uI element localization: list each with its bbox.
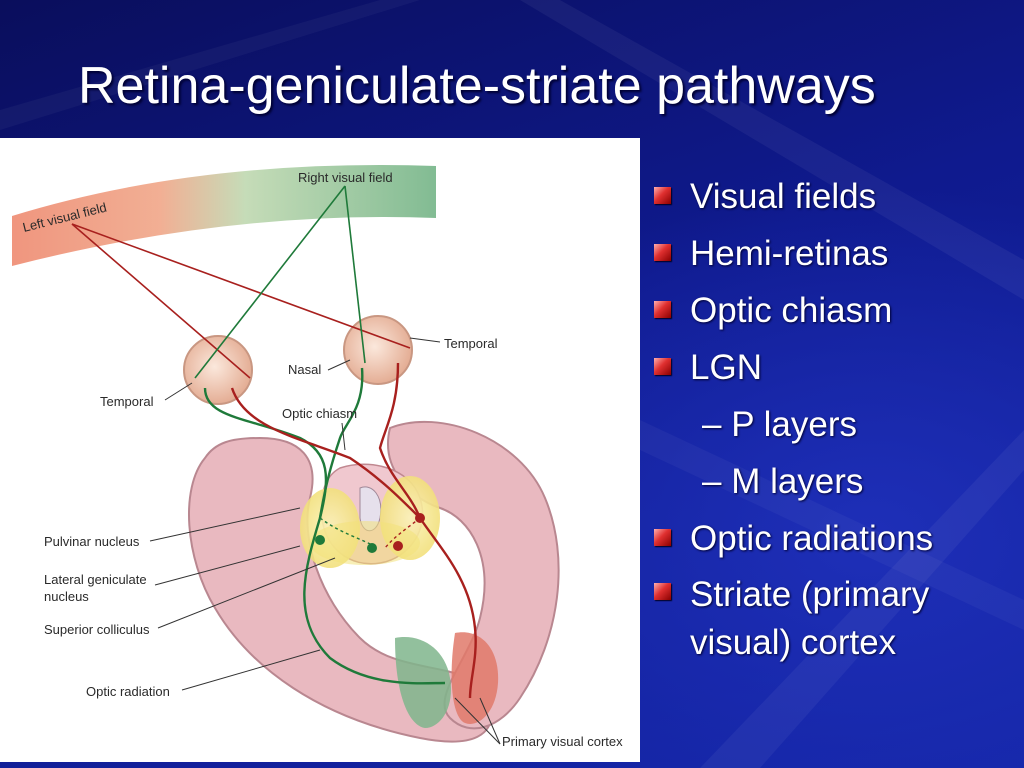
bullet-marker-icon xyxy=(654,358,671,375)
label-temporal-right: Temporal xyxy=(444,336,498,351)
bullet-marker-icon xyxy=(654,244,671,261)
label-temporal-left: Temporal xyxy=(100,394,154,409)
bullet-marker-icon xyxy=(654,301,671,318)
label-superior-colliculus: Superior colliculus xyxy=(44,622,150,637)
label-optic-radiation: Optic radiation xyxy=(86,684,170,699)
label-primary-visual-cortex: Primary visual cortex xyxy=(502,734,623,749)
bullet-item: Optic chiasm xyxy=(652,282,1012,339)
bullet-text: Striate (primary visual) cortex xyxy=(690,575,930,662)
bullet-text: Optic chiasm xyxy=(690,291,893,330)
bullet-text: Visual fields xyxy=(690,177,877,216)
bullet-text: Optic radiations xyxy=(690,519,934,558)
label-right-visual-field: Right visual field xyxy=(298,170,393,185)
label-lateral-geniculate: Lateral geniculate xyxy=(44,572,147,587)
bullet-item: LGN xyxy=(652,339,1012,396)
sub-bullet-text: – P layers xyxy=(702,405,857,444)
slide-title: Retina-geniculate-striate pathways xyxy=(78,57,876,115)
sub-bullet-item: – P layers xyxy=(652,396,1012,453)
label-nasal: Nasal xyxy=(288,362,321,377)
bullet-marker-icon xyxy=(654,187,671,204)
bullet-text: Hemi-retinas xyxy=(690,234,889,273)
bullet-list: Visual fields Hemi-retinas Optic chiasm … xyxy=(652,168,1012,667)
bullet-text: LGN xyxy=(690,348,762,387)
label-optic-chiasm: Optic chiasm xyxy=(282,406,357,421)
bullet-marker-icon xyxy=(654,583,671,600)
visual-pathway-diagram: Left visual field Right visual field Tem… xyxy=(0,138,640,762)
sub-bullet-text: – M layers xyxy=(702,462,864,501)
bullet-item: Visual fields xyxy=(652,168,1012,225)
label-lateral-geniculate-nucleus: nucleus xyxy=(44,589,89,604)
bullet-item: Striate (primary visual) cortex xyxy=(652,567,1012,667)
green-pathway xyxy=(203,387,446,685)
bullet-item: Optic radiations xyxy=(652,510,1012,567)
bullet-marker-icon xyxy=(654,529,671,546)
visual-cortex-red xyxy=(451,632,499,724)
label-pulvinar-nucleus: Pulvinar nucleus xyxy=(44,534,140,549)
left-eye xyxy=(183,335,253,405)
right-eye xyxy=(343,315,413,385)
bullet-item: Hemi-retinas xyxy=(652,225,1012,282)
sub-bullet-item: – M layers xyxy=(652,453,1012,510)
